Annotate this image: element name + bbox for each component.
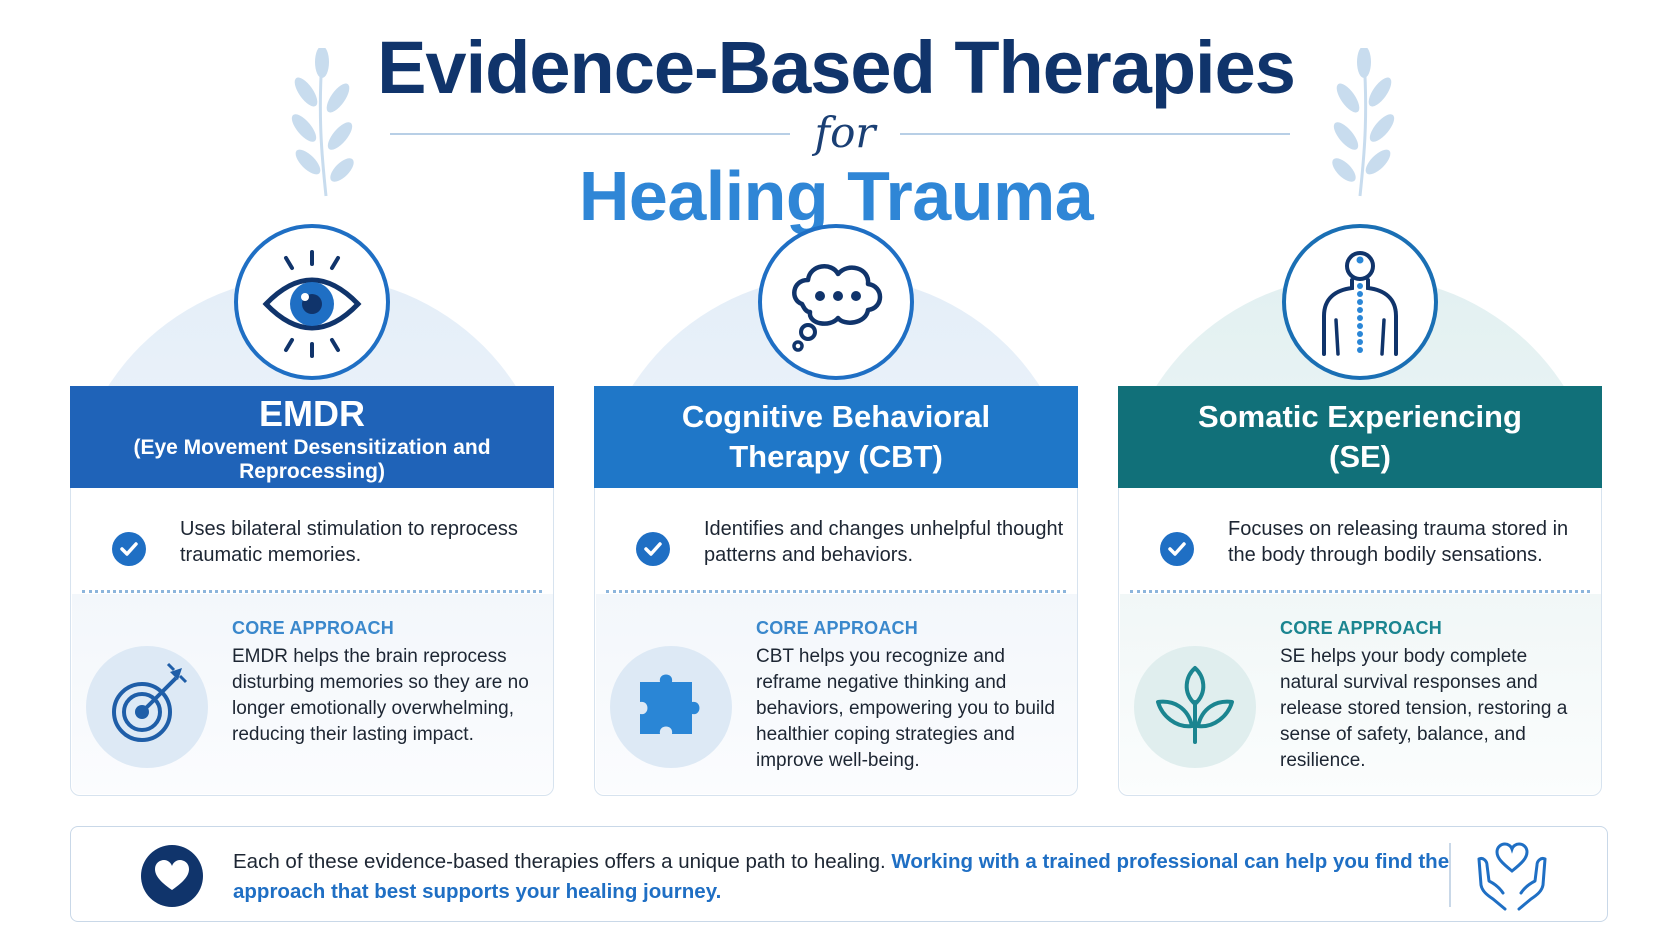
therapy-full-name: (Eye Movement Desensitization and Reproc… bbox=[133, 436, 491, 483]
eye-icon bbox=[234, 224, 390, 380]
therapy-card-cbt: Cognitive Behavioral Therapy (CBT) Ident… bbox=[594, 224, 1078, 796]
footer-divider bbox=[1449, 843, 1451, 907]
hands-heart-icon bbox=[1477, 842, 1547, 911]
core-approach-text: SE helps your body complete natural surv… bbox=[1280, 646, 1568, 771]
title-connector: for bbox=[390, 108, 1290, 162]
divider-line-right bbox=[900, 133, 1290, 135]
therapy-summary: Focuses on releasing trauma stored in th… bbox=[1228, 518, 1569, 566]
thought-bubble-icon bbox=[758, 224, 914, 380]
therapy-name: Cognitive Behavioral Therapy (CBT) bbox=[681, 399, 991, 474]
core-approach-text: EMDR helps the brain reprocess disturbin… bbox=[232, 646, 529, 745]
card-header-band: Cognitive Behavioral Therapy (CBT) bbox=[594, 386, 1078, 488]
check-icon bbox=[112, 532, 146, 566]
card-header-band: EMDR (Eye Movement Desensitization and R… bbox=[70, 386, 554, 488]
therapy-name: Somatic Experiencing (SE) bbox=[1198, 399, 1522, 474]
heart-icon bbox=[141, 845, 203, 907]
body-spine-icon bbox=[1282, 224, 1438, 380]
page-subtitle: Healing Trauma bbox=[578, 157, 1094, 235]
footer-message: Each of these evidence-based therapies o… bbox=[233, 847, 1453, 907]
check-icon bbox=[636, 532, 670, 566]
therapy-card-se: Somatic Experiencing (SE) Focuses on rel… bbox=[1118, 224, 1602, 796]
therapy-card-emdr: EMDR (Eye Movement Desensitization and R… bbox=[70, 224, 554, 796]
page-title: Evidence-Based Therapies bbox=[377, 26, 1296, 109]
sprout-icon bbox=[1134, 646, 1256, 768]
dotted-divider bbox=[606, 590, 1066, 593]
core-approach-label: CORE APPROACH bbox=[1280, 618, 1442, 638]
leaf-branch-left-icon bbox=[291, 48, 354, 197]
core-approach-label: CORE APPROACH bbox=[756, 618, 918, 638]
target-icon bbox=[86, 646, 208, 768]
footer-callout: Each of these evidence-based therapies o… bbox=[70, 826, 1608, 922]
therapy-summary: Uses bilateral stimulation to reprocess … bbox=[180, 518, 518, 566]
divider-line-left bbox=[390, 133, 790, 135]
therapy-name: EMDR bbox=[259, 393, 365, 434]
core-approach-label: CORE APPROACH bbox=[232, 618, 394, 638]
dotted-divider bbox=[82, 590, 542, 593]
footer-message-plain: Each of these evidence-based therapies o… bbox=[233, 850, 892, 873]
leaf-branch-right-icon bbox=[1332, 48, 1395, 197]
footer-message-highlight: Working with a trained professional can … bbox=[233, 850, 1450, 903]
dotted-divider bbox=[1130, 590, 1590, 593]
puzzle-piece-icon bbox=[610, 646, 732, 768]
card-header-band: Somatic Experiencing (SE) bbox=[1118, 386, 1602, 488]
core-approach-text: CBT helps you recognize and reframe nega… bbox=[756, 646, 1055, 771]
check-icon bbox=[1160, 532, 1194, 566]
connector-word: for bbox=[814, 108, 876, 157]
therapy-summary: Identifies and changes unhelpful thought… bbox=[704, 518, 1064, 566]
